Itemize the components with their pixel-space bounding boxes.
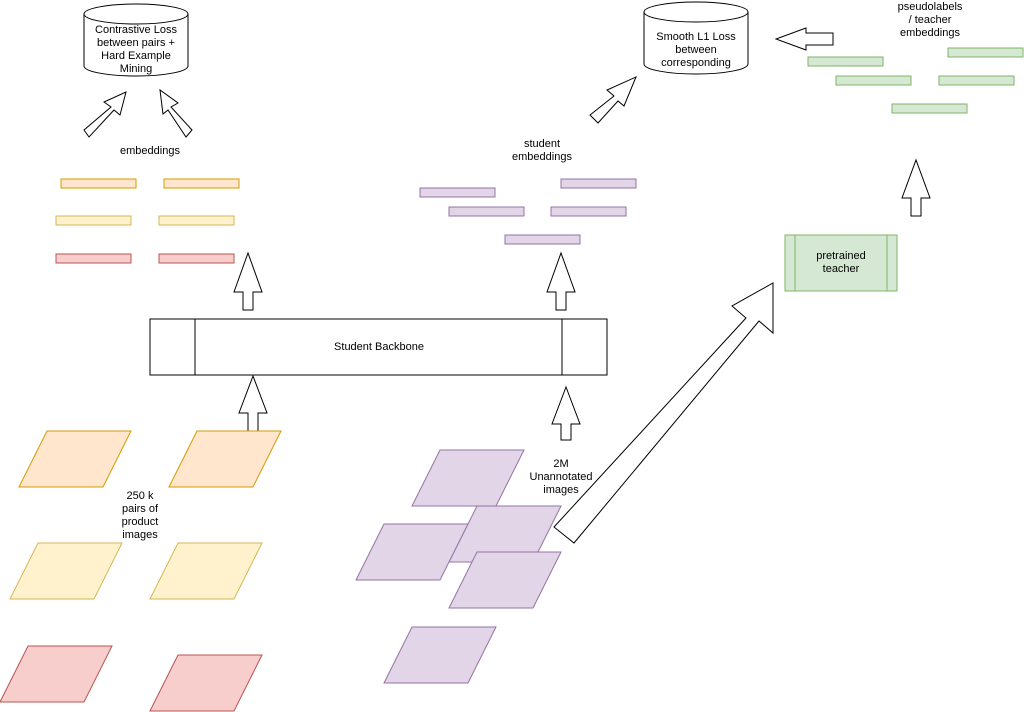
- pretrained-teacher-box[interactable]: [784, 234, 898, 292]
- arrow-teacher-to-pseudolabels: [901, 158, 931, 217]
- student-embedding-bar: [419, 187, 496, 198]
- teacher-embedding-bar: [947, 47, 1024, 58]
- embedding-bar-yellow: [158, 215, 235, 226]
- product-pairs-label: 250 k pairs of product images: [121, 490, 159, 541]
- student-embedding-bar: [504, 234, 581, 245]
- teacher-embedding-bar: [938, 75, 1015, 86]
- student-embedding-bar: [448, 206, 525, 217]
- unannotated-image: [411, 449, 525, 507]
- arrow-unannotated-to-teacher: [553, 282, 774, 544]
- teacher-embedding-bar: [835, 75, 912, 86]
- student-embedding-bar: [560, 178, 637, 189]
- product-image-orange: [18, 430, 132, 488]
- arrow-red-emb-to-contrastive: [159, 88, 193, 138]
- arrow-orange-emb-to-contrastive: [83, 91, 127, 138]
- product-image-red: [149, 654, 263, 712]
- smooth-l1-loss-label: Smooth L1 Loss between corresponding: [656, 31, 736, 69]
- teacher-embedding-bar: [891, 103, 968, 114]
- arrow-backbone-to-student-emb: [546, 251, 576, 311]
- embedding-bar-yellow: [55, 215, 132, 226]
- student-embeddings-label: student embeddings: [512, 138, 572, 163]
- student-embedding-bar: [550, 206, 627, 217]
- teacher-embedding-bar: [807, 56, 884, 67]
- product-image-orange: [168, 430, 282, 488]
- unannotated-image: [383, 626, 497, 684]
- contrastive-loss-cylinder[interactable]: [83, 3, 189, 77]
- contrastive-loss-label: Contrastive Loss between pairs + Hard Ex…: [95, 24, 177, 75]
- unannotated-label: 2M Unannotated images: [529, 458, 593, 496]
- product-image-red: [0, 645, 113, 703]
- unannotated-image: [355, 523, 469, 581]
- student-backbone-box[interactable]: [149, 318, 608, 376]
- embedding-bar-orange: [60, 178, 137, 189]
- student-backbone-label: Student Backbone: [334, 341, 424, 353]
- arrow-student-emb-to-smoothl1: [589, 76, 637, 124]
- arrow-backbone-to-embeddings: [233, 251, 263, 311]
- embedding-bar-red: [55, 253, 132, 264]
- product-image-yellow: [149, 542, 263, 600]
- smooth-l1-loss-cylinder[interactable]: [643, 1, 749, 75]
- pseudolabels-label: pseudolabels / teacher embeddings: [897, 1, 963, 39]
- unannotated-image: [448, 551, 562, 609]
- arrow-unannotated-to-backbone: [551, 385, 581, 441]
- arrow-pseudolabels-to-smoothl1: [774, 27, 834, 51]
- embedding-bar-orange: [163, 178, 240, 189]
- arrow-pairs-to-backbone: [238, 374, 268, 433]
- embedding-bar-red: [158, 253, 235, 264]
- embeddings-label: embeddings: [120, 145, 180, 157]
- pretrained-teacher-label: pretrained teacher: [816, 250, 866, 275]
- product-image-yellow: [9, 542, 123, 600]
